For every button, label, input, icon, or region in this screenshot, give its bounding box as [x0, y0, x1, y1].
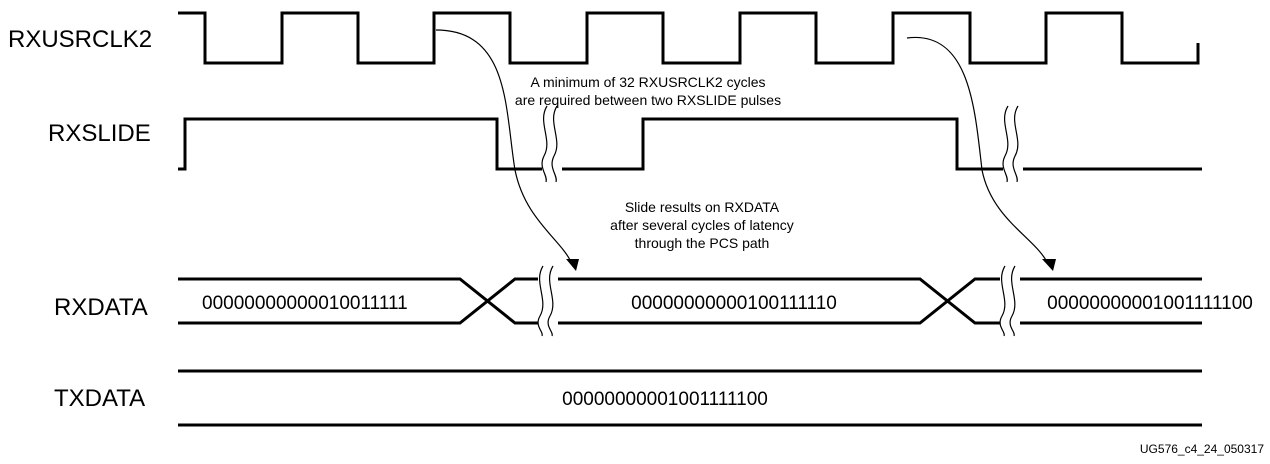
slide-effect-arrow-1: [435, 29, 579, 271]
time-break-rxdata-2: [999, 265, 1020, 337]
time-break-rxslide-1: [541, 105, 562, 183]
latency-note-line-3: through the PCS path: [635, 235, 770, 251]
time-break-rxdata-1: [537, 265, 558, 337]
rxdata-bus-segment-2-lower: [548, 277, 1010, 325]
rxdata-value-2: 00000000000100111110: [631, 293, 837, 314]
txdata-value: 00000000001001111100: [562, 389, 768, 410]
figure-id: UG576_c4_24_050317: [1140, 442, 1264, 456]
rxdata-value-1: 00000000000010011111: [202, 293, 408, 314]
time-break-rxslide-2: [1002, 105, 1023, 183]
rxdata-bus-segment-3: [1010, 277, 1202, 325]
rxdata-label: RXDATA: [54, 294, 148, 321]
txdata-bus: [178, 369, 1202, 427]
txdata-label: TXDATA: [54, 385, 145, 412]
latency-note-line-1: Slide results on RXDATA: [625, 199, 780, 215]
rxslide-waveform: [178, 117, 1202, 171]
slide-effect-arrow-2: [906, 36, 1056, 271]
latency-note-line-2: after several cycles of latency: [610, 217, 794, 233]
rxslide-label: RXSLIDE: [48, 120, 151, 147]
rxdata-value-3: 00000000001001111100: [1047, 293, 1253, 314]
rxdata-bus-segment-1-lower: [178, 277, 548, 325]
slide-gap-note-line-2: are required between two RXSLIDE pulses: [515, 92, 781, 108]
slide-gap-note-line-1: A minimum of 32 RXUSRCLK2 cycles: [531, 74, 766, 90]
rxusrclk2-label: RXUSRCLK2: [8, 26, 152, 53]
rxusrclk2-waveform: [178, 11, 1200, 65]
